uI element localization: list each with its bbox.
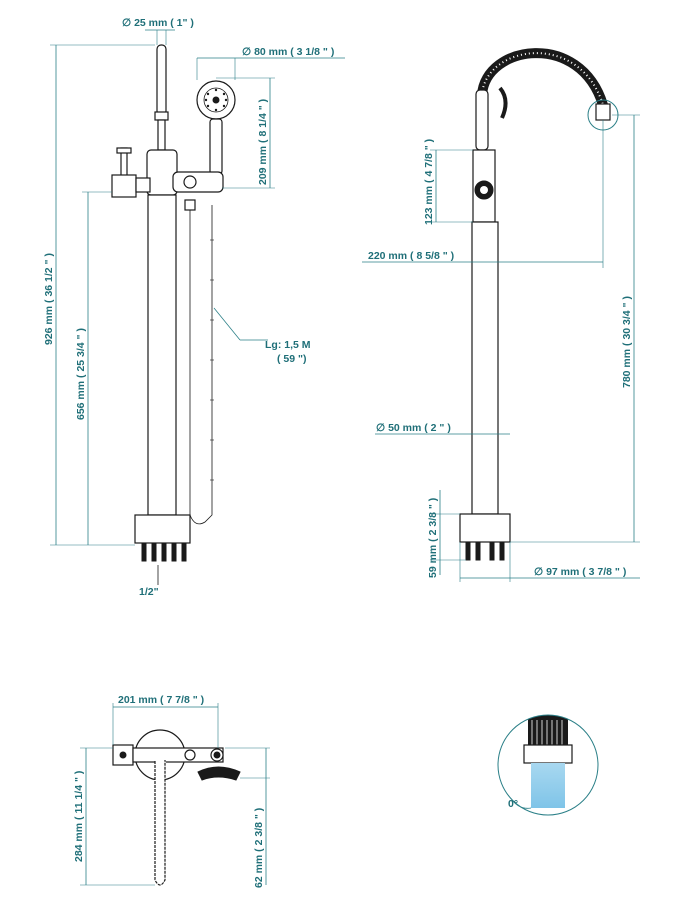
side-base-pins (465, 541, 505, 561)
detail-angle-label: 0° (508, 798, 518, 810)
hose-ribs (210, 239, 214, 481)
top-mixer-bar (132, 747, 224, 763)
shower-hose (189, 205, 213, 525)
front-view: ∅ 25 mm ( 1" ) ∅ 80 mm ( 3 1/8 " ) 209 m… (43, 17, 345, 598)
hose-connector (184, 199, 196, 211)
dim-head-diameter: ∅ 80 mm ( 3 1/8 " ) (242, 46, 334, 58)
detail-nozzle-ring (523, 744, 573, 764)
dim-total-height: 926 mm ( 36 1/2 " ) (43, 253, 55, 345)
main-column (147, 194, 177, 516)
detail-view: 0° (497, 714, 599, 816)
diverter-holder (172, 171, 224, 193)
hose-length-inches: ( 59 ") (277, 353, 307, 365)
side-view: 123 mm ( 4 7/8 " ) 220 mm ( 8 5/8 " ) 78… (362, 48, 640, 582)
side-handshower (475, 89, 489, 151)
floor-base (134, 514, 191, 544)
dim-base-diameter: ∅ 97 mm ( 3 7/8 " ) (534, 566, 626, 578)
gooseneck-spout (477, 48, 608, 107)
dim-height-780: 780 mm ( 30 3/4 " ) (621, 296, 633, 388)
showerhead-nozzles (204, 88, 228, 112)
spout-outlet (595, 103, 611, 121)
detail-nozzle-body (528, 715, 568, 745)
showerhead-handle (209, 118, 223, 175)
dim-width-201: 201 mm ( 7 7/8 " ) (118, 694, 204, 706)
dim-height-123: 123 mm ( 4 7/8 " ) (423, 139, 435, 225)
detail-border (497, 714, 599, 816)
dim-base-height: 59 mm ( 2 3/8 " ) (427, 498, 439, 578)
base-pins (141, 542, 187, 562)
top-showerhead (197, 766, 241, 781)
valve-connector (135, 177, 151, 193)
dim-depth-284: 284 mm ( 11 1/4 " ) (73, 771, 85, 862)
handshower-neck (157, 119, 166, 151)
dim-height-209: 209 mm ( 8 1/4 " ) (257, 99, 269, 185)
mixer-body (146, 149, 178, 196)
side-floor-base (459, 513, 511, 543)
dim-height-656: 656 mm ( 25 3/4 " ) (75, 328, 87, 420)
dim-reach-220: 220 mm ( 8 5/8 " ) (368, 250, 454, 262)
handshower-handle (156, 44, 167, 116)
hose-length-label: Lg: 1,5 M (265, 339, 311, 351)
handshower-collar (154, 111, 169, 121)
top-view: 201 mm ( 7 7/8 " ) 284 mm ( 11 1/4 " ) 6… (73, 694, 270, 888)
side-column (471, 221, 499, 515)
connection-size-label: 1/2" (139, 586, 159, 598)
detail-water-stream (531, 763, 565, 808)
dim-depth-62: 62 mm ( 2 3/8 " ) (253, 808, 265, 888)
dim-tube-diameter: ∅ 50 mm ( 2 " ) (376, 422, 451, 434)
valve-block (111, 174, 137, 198)
lever-cap (116, 147, 132, 154)
dim-handshower-diameter: ∅ 25 mm ( 1" ) (122, 17, 194, 29)
top-spout (154, 760, 166, 886)
